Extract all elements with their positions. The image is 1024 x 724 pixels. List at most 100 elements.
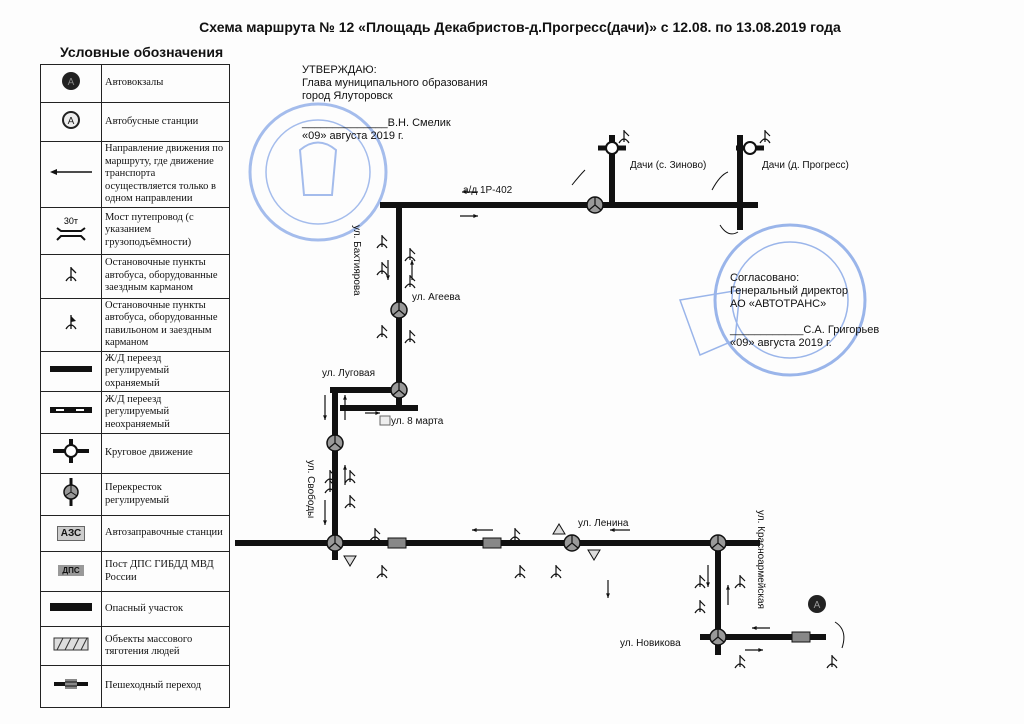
- triangle-icon: [343, 555, 357, 567]
- arrow-head: [323, 520, 327, 525]
- regulated-intersection-icon: [709, 628, 727, 646]
- bus-stop-icon: [376, 325, 388, 339]
- approval-heading: УТВЕРЖДАЮ:: [302, 64, 377, 76]
- legend-row: Опасный участок: [40, 591, 230, 627]
- legend-label: Остановочные пункты автобуса, оборудован…: [101, 297, 230, 352]
- arrow-head: [758, 648, 763, 652]
- triangle-icon: [587, 549, 601, 561]
- roads: [235, 135, 826, 655]
- regulated-intersections: [326, 196, 727, 646]
- approval-org: город Ялуторовск: [302, 90, 393, 102]
- one-way-arrow-icon: [50, 169, 92, 175]
- arrow-head: [323, 415, 327, 420]
- svg-text:30т: 30т: [64, 216, 78, 226]
- regulated-intersection-icon: [563, 534, 581, 552]
- bus-stop-icon: [826, 655, 838, 669]
- one-way-arrow-icon: [460, 214, 478, 218]
- arrow-head: [752, 626, 757, 630]
- one-way-arrow-icon: [386, 260, 390, 280]
- label-lenina: ул. Ленина: [578, 518, 629, 529]
- intersection-lines: [588, 197, 602, 211]
- one-way-arrow-icon: [365, 411, 380, 415]
- bus-stop-pavilion-icon: [65, 315, 77, 330]
- turn-arrow-icon: [571, 169, 586, 186]
- arrow-head: [706, 582, 710, 587]
- one-way-arrow-icon: [323, 500, 327, 525]
- intersection-lines: [328, 435, 342, 449]
- turn-arrow-icon: [719, 224, 739, 235]
- agreement-date: «09» августа 2019 г.: [730, 337, 832, 349]
- bridge-icon: 30т: [56, 216, 86, 241]
- intersection-lines: [711, 629, 725, 643]
- label-krasnoarmeyskaya: ул. Красноармейская: [755, 510, 766, 609]
- bus-stop-icon: [324, 480, 336, 494]
- legend-label: Перекресток регулируемый: [101, 473, 230, 516]
- guarded-rail-crossing-icon: [50, 366, 92, 372]
- triangle-icon: [552, 523, 566, 535]
- legend-row: Остановочные пункты автобуса, оборудован…: [40, 253, 230, 299]
- legend-row: Круговое движение: [40, 433, 230, 474]
- one-way-arrow-icon: [610, 528, 630, 532]
- bus-stop-icon: [376, 262, 388, 276]
- approval-signer: ______________В.Н. Смелик: [302, 117, 451, 129]
- one-way-arrow-icon: [410, 260, 414, 280]
- bus-stop-icon: [404, 275, 416, 289]
- arrow-head: [343, 465, 347, 470]
- pedestrian-crossing-icon: [54, 679, 88, 690]
- legend-label: Автовокзалы: [101, 64, 230, 103]
- label-novikova: ул. Новикова: [620, 638, 681, 649]
- agreement-heading: Согласовано:: [730, 272, 800, 284]
- bus-terminal-icon: A: [62, 72, 80, 91]
- roundabout-icon: [53, 439, 89, 464]
- bus-stop-icon: [618, 130, 630, 144]
- one-way-arrow-icon: [745, 648, 763, 652]
- approval-position: Глава муниципального образования: [302, 77, 488, 89]
- arrow-head: [726, 585, 730, 590]
- bus-stop-icon: [734, 655, 746, 669]
- legend-row: Остановочные пункты автобуса, оборудован…: [40, 297, 230, 352]
- intersection-lines: [392, 302, 406, 316]
- legend-label: Остановочные пункты автобуса, оборудован…: [101, 253, 230, 299]
- arrow-head: [606, 593, 610, 598]
- intersection-lines: [711, 535, 725, 549]
- legend-heading: Условные обозначения: [60, 44, 224, 60]
- intersection-lines: [565, 535, 579, 549]
- one-way-arrow-icon: [343, 465, 347, 485]
- bus-stop-icon: [694, 600, 706, 614]
- regulated-intersection-icon: [390, 301, 408, 319]
- one-way-arrow-icon: [343, 395, 347, 420]
- bus-stop-icon: [404, 330, 416, 344]
- bus-stop-icon: [734, 575, 746, 589]
- legend-label: Автозаправочные станции: [101, 515, 230, 552]
- bus-stop-icon: [344, 495, 356, 509]
- svg-text:A: A: [68, 77, 75, 88]
- regulated-intersection-icon: [709, 534, 727, 552]
- police-post-icon: ДПС: [58, 565, 84, 577]
- bus-stop-icon: [376, 235, 388, 249]
- stamp-avtotrans: [678, 223, 867, 377]
- bus-station-icon: A: [62, 110, 80, 129]
- legend-label: Ж/Д переезд регулируемый охраняемый: [101, 350, 230, 392]
- page-title: Схема маршрута № 12 «Площадь Декабристов…: [199, 19, 841, 35]
- bus-stop-icon: [344, 470, 356, 484]
- legend-label: Автобусные станции: [101, 102, 230, 142]
- dangerous-section-icon: [50, 602, 92, 611]
- regulated-intersection-icon: [326, 534, 344, 552]
- regulated-intersection-icon: [63, 478, 79, 507]
- arrow-head: [410, 260, 414, 265]
- one-way-arrow-icon: [323, 395, 327, 420]
- bus-stop-icon: [404, 248, 416, 262]
- legend-label: Мост путепровод (с указанием грузоподъём…: [101, 206, 230, 255]
- label-dachi-progress: Дачи (д. Прогресс): [762, 160, 849, 171]
- crowd-objects-icon: [53, 637, 89, 651]
- regulated-intersection-icon: [586, 196, 604, 214]
- one-way-arrow-icon: [752, 626, 770, 630]
- label-highway: а/д 1Р-402: [463, 185, 513, 196]
- agreement-org: АО «АВТОТРАНС»: [730, 298, 827, 310]
- agreement-signer: ____________С.А. Григорьев: [730, 324, 880, 336]
- bus-stop-pocket-icon: [65, 266, 77, 282]
